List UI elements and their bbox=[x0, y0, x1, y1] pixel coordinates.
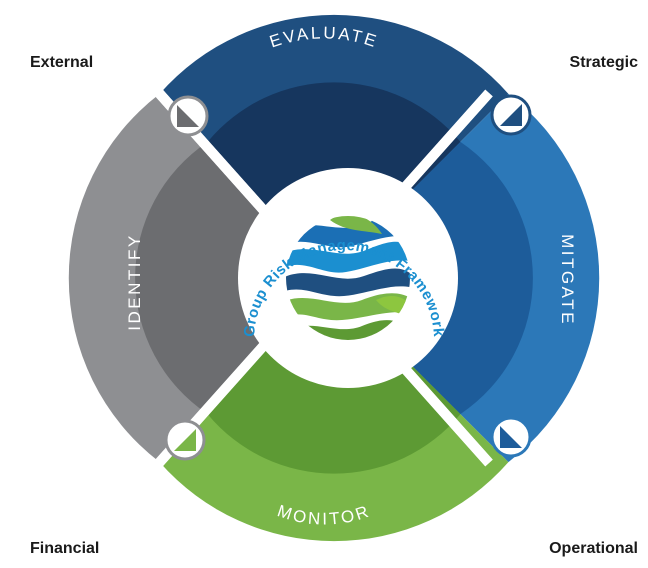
node-bottom-right-icon bbox=[490, 416, 532, 458]
corner-label-strategic: Strategic bbox=[569, 54, 638, 71]
segment-identify-inner bbox=[135, 141, 324, 415]
corner-label-external: External bbox=[30, 54, 94, 71]
corner-label-operational: Operational bbox=[549, 540, 638, 557]
segment-label-identify: IDENTIFY bbox=[125, 233, 144, 330]
node-bottom-left-icon bbox=[164, 419, 206, 461]
node-top-right-icon bbox=[490, 94, 532, 136]
globe-logo-icon bbox=[286, 216, 410, 340]
node-top-left-icon bbox=[167, 95, 209, 137]
segment-label-mitigate: MITGATE bbox=[558, 234, 577, 326]
corner-label-financial: Financial bbox=[30, 540, 100, 557]
